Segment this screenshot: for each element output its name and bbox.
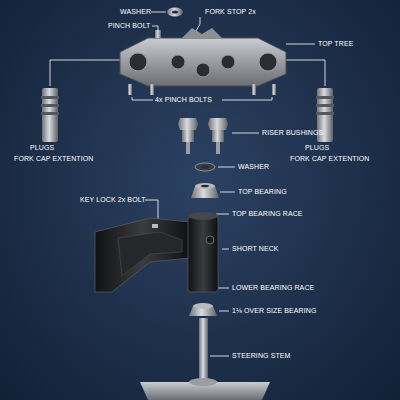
art-shape xyxy=(182,28,222,38)
part-label: SHORT NECK xyxy=(232,245,279,253)
part-label: TOP TREE xyxy=(318,40,353,48)
art-shape xyxy=(50,60,120,86)
part-label: PLUGS xyxy=(305,144,329,152)
art-shape xyxy=(189,378,217,386)
part-label: WASHER xyxy=(120,8,151,16)
art-shape xyxy=(199,318,208,382)
washer xyxy=(167,8,183,17)
part-label: 4x PINCH BOLTS xyxy=(155,96,212,104)
art-shape xyxy=(210,356,229,357)
art-shape xyxy=(218,167,235,168)
art-shape xyxy=(171,55,185,69)
art-shape xyxy=(193,303,213,309)
part-label: PLUGS xyxy=(30,144,54,152)
art-shape xyxy=(196,63,210,77)
art-shape xyxy=(182,130,194,142)
art-shape xyxy=(201,165,209,168)
art-shape xyxy=(252,84,256,95)
part-label: FORK STOP 2x xyxy=(205,8,256,16)
art-shape xyxy=(132,97,153,100)
art-shape xyxy=(201,185,209,188)
art-shape xyxy=(195,183,215,189)
art-shape xyxy=(155,30,161,38)
art-shape xyxy=(222,249,229,250)
art-shape xyxy=(216,214,229,215)
art-shape xyxy=(172,10,178,13)
part-label: RISER BUSHINGS xyxy=(262,129,323,137)
part-label: WASHER xyxy=(238,163,269,171)
art-shape xyxy=(128,84,132,95)
art-shape xyxy=(259,53,277,71)
part-label: TOP BEARING xyxy=(238,188,287,196)
art-shape xyxy=(118,232,182,276)
art-shape xyxy=(272,84,276,95)
art-shape xyxy=(152,224,158,228)
art-shape xyxy=(42,88,58,142)
art-shape xyxy=(222,97,272,100)
part-label: STEERING STEM xyxy=(232,352,290,360)
art-shape xyxy=(41,96,59,99)
art-shape xyxy=(188,212,218,220)
art-shape xyxy=(186,142,190,154)
art-shape xyxy=(221,55,235,69)
art-shape xyxy=(188,216,218,292)
fork-cap-extension xyxy=(41,88,334,142)
washer-and-bearing xyxy=(191,163,219,198)
art-shape xyxy=(212,130,224,142)
part-label: PINCH BOLT xyxy=(108,22,151,30)
art-shape xyxy=(129,53,147,71)
art-shape xyxy=(219,311,229,312)
art-shape xyxy=(150,84,154,95)
part-label: KEY LOCK 2x BOLT xyxy=(80,196,146,204)
art-shape xyxy=(167,8,183,17)
part-label: FORK CAP EXTENTION xyxy=(290,155,369,163)
art-shape xyxy=(95,218,190,292)
art-shape xyxy=(206,236,214,244)
art-shape xyxy=(41,112,59,115)
art-shape xyxy=(316,112,334,115)
part-label: 1⅛ OVER SIZE BEARING xyxy=(232,307,316,315)
short-neck xyxy=(95,212,218,292)
leader-lines xyxy=(50,12,325,356)
art-shape xyxy=(41,104,59,107)
art-shape xyxy=(151,12,166,13)
art-shape xyxy=(316,96,334,99)
art-shape xyxy=(208,118,228,130)
part-label: FORK CAP EXTENTION xyxy=(14,155,93,163)
art-shape xyxy=(285,60,325,86)
art-shape xyxy=(232,133,259,134)
art-shape xyxy=(220,192,235,193)
art-shape xyxy=(196,17,200,31)
part-label: LOWER BEARING RACE xyxy=(232,284,314,292)
art-shape xyxy=(120,38,286,86)
art-shape xyxy=(216,142,220,154)
art-shape xyxy=(286,44,315,45)
part-label: TOP BEARING RACE xyxy=(232,210,303,218)
riser-bushings xyxy=(178,118,228,154)
art-shape xyxy=(178,118,198,130)
steering-stem xyxy=(140,303,270,400)
art-shape xyxy=(195,163,215,171)
art-shape xyxy=(316,104,334,107)
top-tree xyxy=(120,28,286,95)
